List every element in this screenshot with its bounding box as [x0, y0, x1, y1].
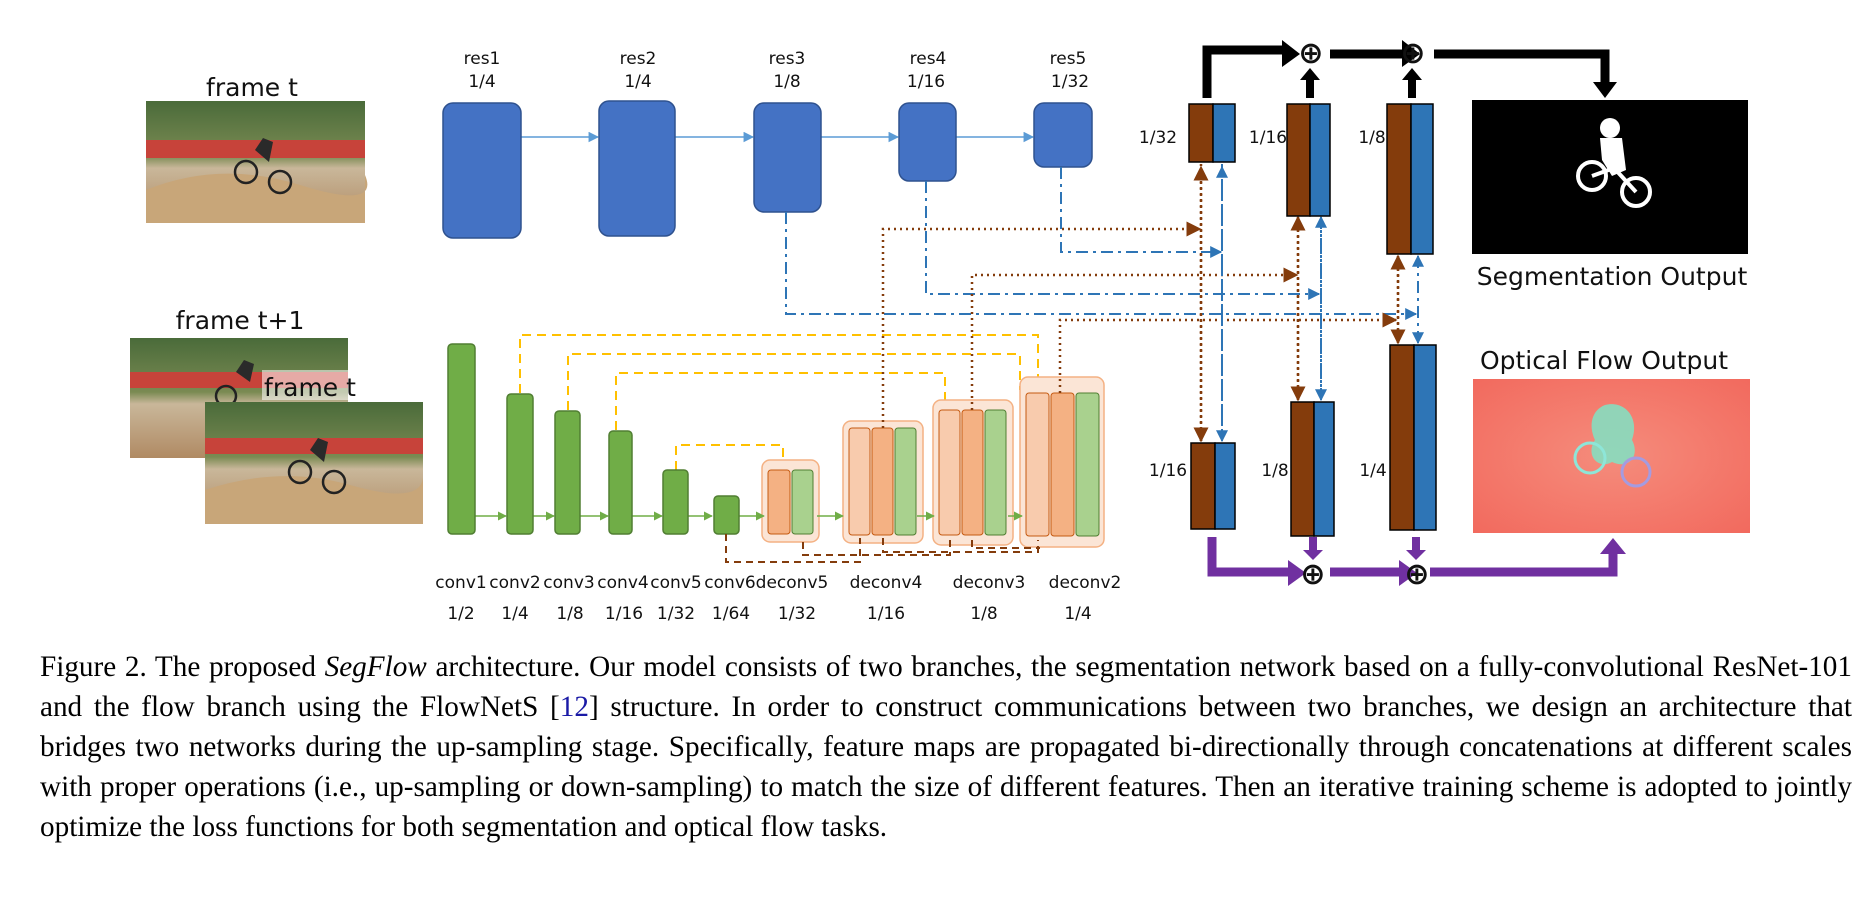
conv5-scale: 1/32	[657, 604, 695, 624]
deconv5-block	[767, 469, 814, 535]
res4-name: res4	[910, 49, 947, 69]
conv3-scale: 1/8	[556, 604, 583, 624]
res5-block	[1033, 102, 1093, 168]
seg-scale-3: 1/8	[1358, 128, 1385, 148]
frame-t-inner-label: frame t	[264, 373, 356, 402]
flow-scale-2: 1/8	[1261, 461, 1288, 481]
seg-plus-1: ⊕	[1298, 36, 1323, 71]
seg-plus-2: ⊕	[1400, 36, 1425, 71]
conv3-name: conv3	[543, 573, 594, 593]
deconv5-name: deconv5	[756, 573, 829, 593]
seg-scale-2: 1/16	[1249, 128, 1287, 148]
conv2-scale: 1/4	[501, 604, 528, 624]
cross-connections	[785, 164, 1424, 443]
seg-scale-1: 1/32	[1139, 128, 1177, 148]
res-branch: res1 1/4 res2 1/4 res3 1/8 res4 1/16 res…	[442, 49, 1093, 239]
conv5-block	[662, 469, 689, 535]
deconv2-block	[1025, 392, 1100, 537]
res3-scale: 1/8	[773, 72, 800, 92]
res1-block	[442, 102, 522, 239]
deconv4-scale: 1/16	[867, 604, 905, 624]
conv2-name: conv2	[489, 573, 540, 593]
figure-caption: Figure 2. The proposed SegFlow architect…	[40, 647, 1852, 847]
deconv3-scale: 1/8	[970, 604, 997, 624]
frame-t1-label: frame t+1	[176, 306, 305, 335]
res2-name: res2	[620, 49, 657, 69]
frame-t-label: frame t	[206, 73, 298, 102]
seg-feature-columns: 1/32 1/16 1/8	[1139, 103, 1434, 255]
deconv5-scale: 1/32	[778, 604, 816, 624]
flow-output-arrows: ⊕ ⊕	[1207, 537, 1626, 592]
flow-scale-1: 1/16	[1149, 461, 1187, 481]
optical-flow-output-image	[1473, 379, 1750, 533]
conv2-block	[506, 393, 534, 535]
conv6-name: conv6	[704, 573, 755, 593]
deconv3-block	[938, 409, 1007, 536]
res1-name: res1	[464, 49, 501, 69]
caption-text-part3: ] structure. In order to construct commu…	[40, 691, 1852, 843]
conv5-name: conv5	[650, 573, 701, 593]
flow-plus-2: ⊕	[1404, 557, 1429, 592]
flow-feature-columns: 1/16 1/8 1/4	[1149, 344, 1437, 537]
caption-text-part2: architecture. Our model consists of two …	[40, 651, 1852, 723]
flow-plus-1: ⊕	[1300, 557, 1325, 592]
conv4-name: conv4	[597, 573, 648, 593]
caption-model-name: SegFlow	[324, 651, 427, 683]
optical-flow-output-label: Optical Flow Output	[1480, 346, 1728, 375]
res3-block	[753, 102, 822, 213]
res1-scale: 1/4	[468, 72, 495, 92]
conv3-block	[554, 410, 581, 535]
deconv2-scale: 1/4	[1064, 604, 1091, 624]
res4-block	[898, 102, 957, 182]
conv6-scale: 1/64	[712, 604, 750, 624]
res4-scale: 1/16	[907, 72, 945, 92]
frame-t-image	[146, 101, 368, 223]
deconv3-name: deconv3	[953, 573, 1026, 593]
segflow-architecture-diagram: frame t frame t+1 frame t res1 1/4 res2 …	[130, 36, 1750, 624]
res2-block	[598, 100, 676, 237]
caption-citation-link[interactable]: 12	[559, 691, 589, 723]
deconv4-name: deconv4	[850, 573, 923, 593]
conv1-name: conv1	[435, 573, 486, 593]
conv1-block	[447, 343, 476, 535]
conv4-scale: 1/16	[605, 604, 643, 624]
flow-branch: conv1 1/2 conv2 1/4 conv3 1/8 conv4 1/16…	[435, 334, 1122, 624]
flow-scale-3: 1/4	[1359, 461, 1386, 481]
res2-scale: 1/4	[624, 72, 651, 92]
res5-scale: 1/32	[1051, 72, 1089, 92]
segmentation-output-image	[1472, 100, 1748, 254]
conv6-block	[713, 495, 740, 535]
segmentation-output-arrows: ⊕ ⊕	[1202, 36, 1617, 98]
conv1-scale: 1/2	[447, 604, 474, 624]
segmentation-output-label: Segmentation Output	[1477, 262, 1748, 291]
res3-name: res3	[769, 49, 806, 69]
deconv4-block	[848, 427, 917, 536]
caption-prefix: Figure 2. The proposed	[40, 651, 325, 683]
frame-t-second-image	[205, 402, 423, 524]
conv4-block	[608, 430, 633, 535]
res5-name: res5	[1050, 49, 1087, 69]
deconv2-name: deconv2	[1049, 573, 1122, 593]
